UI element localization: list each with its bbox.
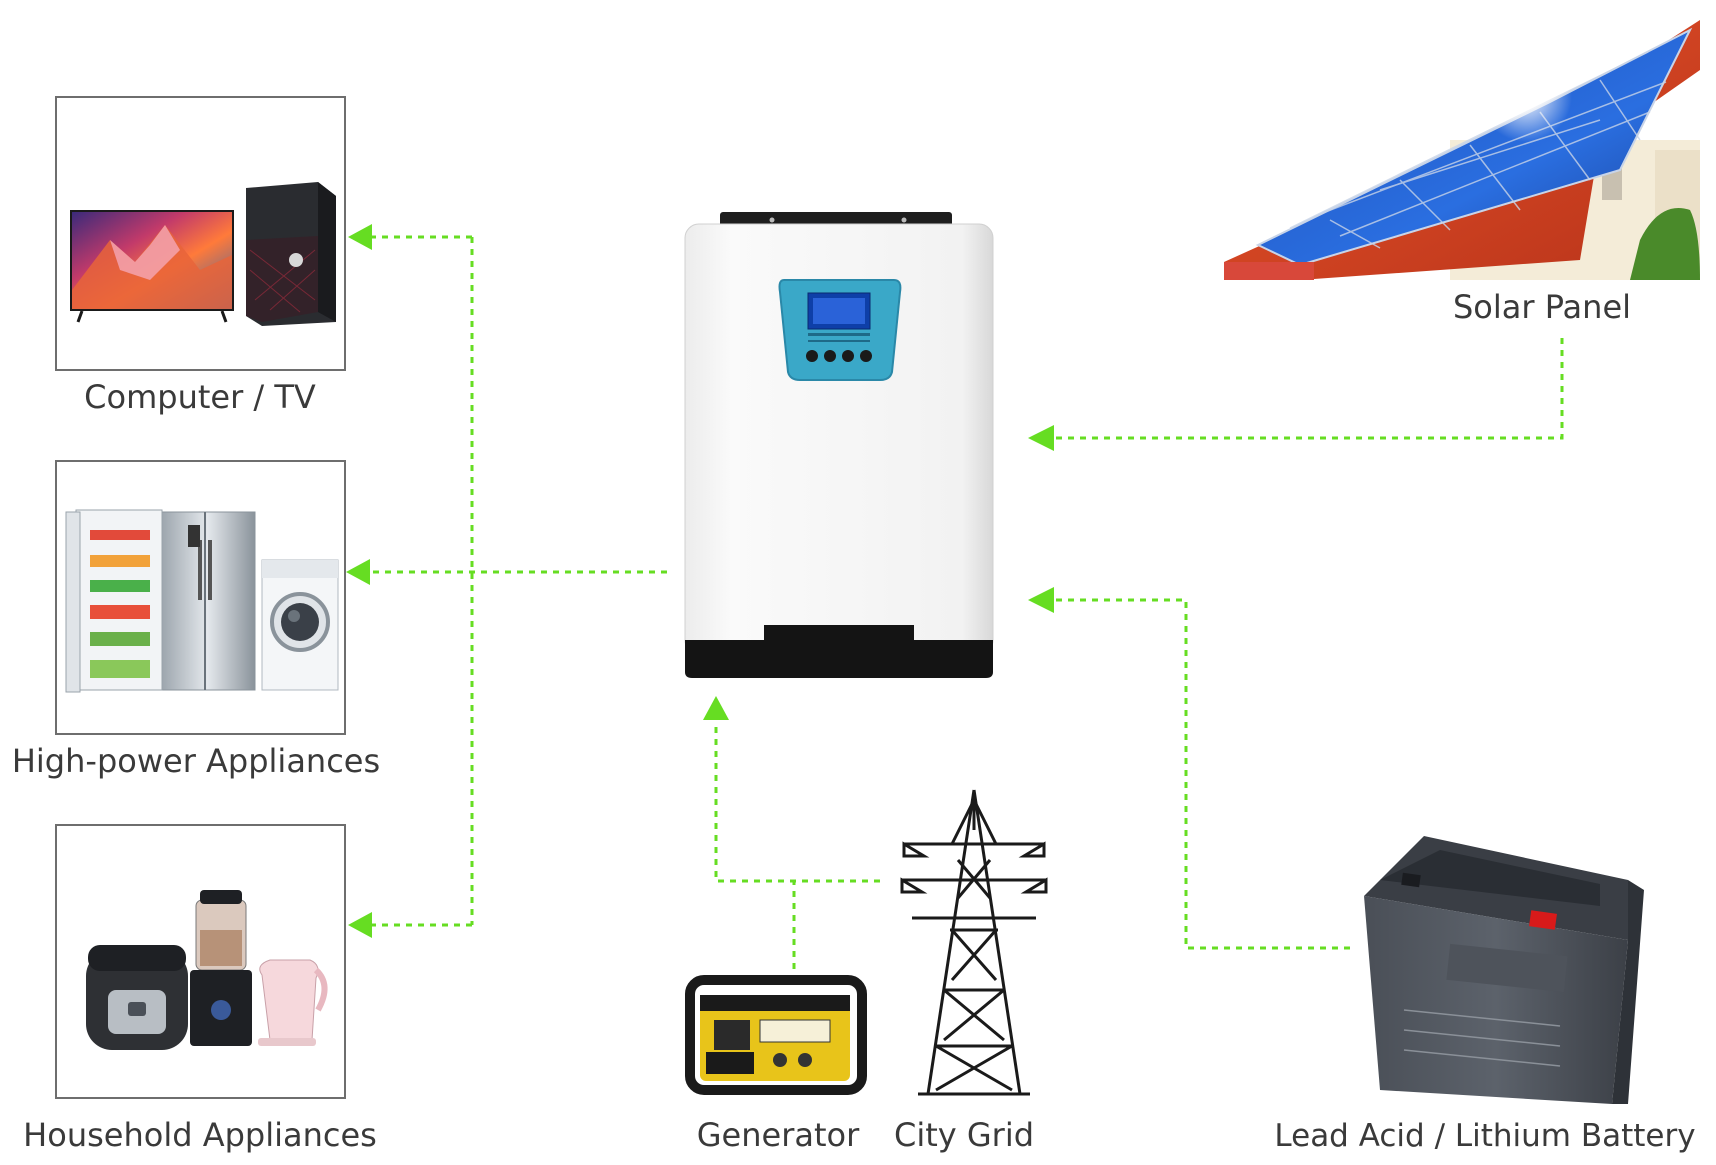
refrigerator-washer-icon (65, 509, 339, 693)
generator-icon (685, 975, 867, 1095)
load-label-computer-tv: Computer / TV (84, 378, 316, 416)
arrowhead-solar (1028, 425, 1054, 451)
battery-icon (1364, 836, 1644, 1104)
arrowhead-computer (348, 224, 372, 250)
arrowhead-grid (703, 696, 729, 720)
source-label-solar: Solar Panel (1453, 288, 1631, 326)
arrow-line-grid (714, 722, 880, 883)
arrowhead-highpower (346, 559, 370, 585)
load-label-household: Household Appliances (23, 1116, 377, 1154)
load-label-high-power: High-power Appliances (12, 742, 380, 780)
source-label-battery: Lead Acid / Lithium Battery (1274, 1118, 1695, 1154)
kitchen-appliances-icon (86, 890, 328, 1050)
power-tower-icon (900, 789, 1048, 1096)
arrowhead-household (348, 912, 372, 938)
arrow-line-battery (1056, 598, 1350, 950)
arrowhead-battery (1028, 587, 1054, 613)
source-label-generator: Generator (697, 1116, 860, 1154)
computer-tv-icon (70, 182, 336, 326)
source-label-grid: City Grid (894, 1116, 1034, 1154)
solar-house-icon (1224, 20, 1700, 280)
arrow-line-solar (1056, 338, 1564, 440)
inverter-icon[interactable] (684, 212, 994, 678)
